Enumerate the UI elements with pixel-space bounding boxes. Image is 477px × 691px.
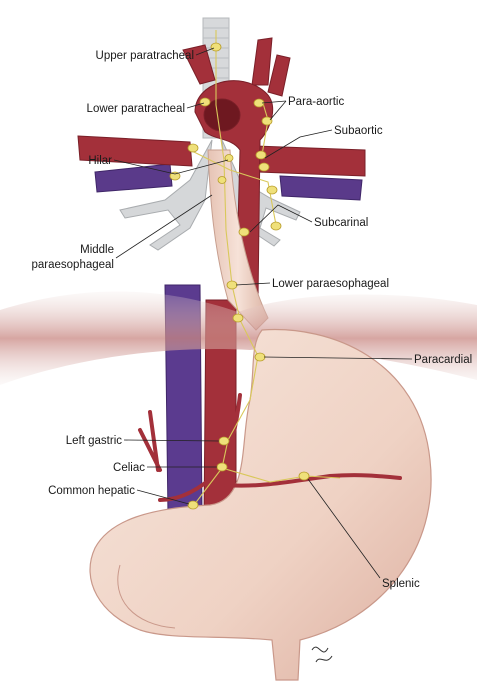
label-lower-paraesophageal: Lower paraesophageal bbox=[272, 278, 389, 290]
lymph-node bbox=[298, 471, 310, 481]
aorta bbox=[182, 37, 291, 301]
label-middle: Middle bbox=[80, 244, 114, 256]
lymph-node bbox=[217, 176, 227, 184]
lymph-node bbox=[224, 154, 234, 162]
label-common-hepatic: Common hepatic bbox=[48, 485, 135, 497]
pulmonary-arteries bbox=[77, 135, 366, 177]
lymph-node bbox=[232, 313, 244, 323]
pulmonary-veins bbox=[94, 163, 363, 201]
artist-signature bbox=[311, 646, 333, 663]
lymph-nodes bbox=[169, 42, 310, 510]
stomach bbox=[89, 328, 432, 681]
label-lower-paratracheal: Lower paratracheal bbox=[87, 103, 185, 115]
leader-lines bbox=[113, 47, 413, 579]
lymph-node bbox=[187, 500, 199, 510]
label-splenic: Splenic bbox=[382, 578, 420, 590]
lymph-node bbox=[210, 42, 222, 52]
lymph-node bbox=[187, 143, 199, 153]
diaphragm bbox=[0, 291, 477, 385]
labels: Upper paratracheal Lower paratracheal Pa… bbox=[32, 50, 473, 590]
label-subcarinal: Subcarinal bbox=[314, 217, 368, 229]
lymph-node bbox=[218, 436, 230, 446]
label-left-gastric: Left gastric bbox=[66, 435, 122, 447]
lymph-node bbox=[266, 185, 278, 195]
lymph-node bbox=[258, 162, 270, 172]
label-upper-paratracheal: Upper paratracheal bbox=[96, 50, 194, 62]
label-paraesophageal: paraesophageal bbox=[32, 259, 115, 271]
label-celiac: Celiac bbox=[113, 462, 145, 474]
lymph-node bbox=[261, 116, 273, 126]
lymph-node bbox=[255, 150, 267, 160]
label-para-aortic: Para-aortic bbox=[288, 96, 344, 108]
lymph-node bbox=[216, 462, 228, 472]
lymph-node bbox=[199, 97, 211, 107]
lymph-node bbox=[254, 352, 266, 362]
lymph-node bbox=[270, 221, 282, 231]
lymph-node bbox=[238, 227, 250, 237]
label-subaortic: Subaortic bbox=[334, 125, 383, 137]
lymph-node bbox=[226, 280, 238, 290]
label-hilar: Hilar bbox=[88, 155, 112, 167]
label-paracardial: Paracardial bbox=[414, 354, 472, 366]
lymph-node bbox=[169, 171, 181, 181]
